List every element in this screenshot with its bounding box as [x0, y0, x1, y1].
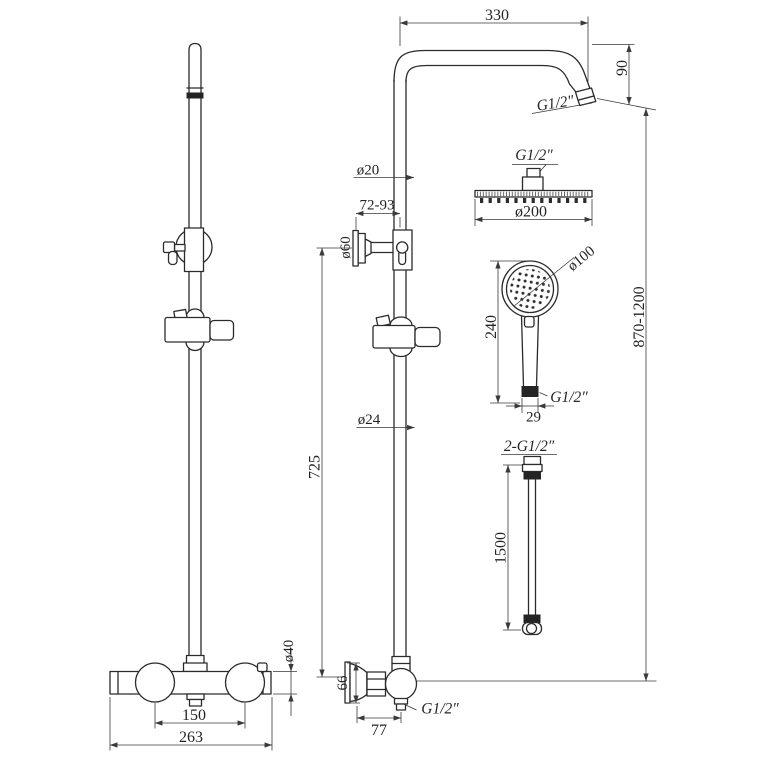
side-view: 330 90 G1/2″ 870-1200 ø20 72-93 ø60 725 … [307, 7, 657, 739]
detail-overhead-shower: G1/2″ ø200 [474, 147, 593, 226]
elbow-body [384, 667, 418, 701]
detail-hand-shower: 240 ø100 G1/2″ 29 [483, 243, 598, 425]
slider-body [164, 316, 211, 343]
dim-263-label: 263 [179, 729, 203, 746]
dim-66-label: 66 [335, 675, 351, 691]
head-plate [474, 189, 593, 198]
dim-150-label: 150 [182, 707, 206, 724]
elbow-nut-facets [366, 678, 387, 691]
diverter-lever-tail [167, 250, 178, 266]
head-connector-base [521, 176, 544, 192]
slider-holder [209, 319, 235, 341]
hand-thread-leader [539, 392, 548, 397]
dim-height-label: 870-1200 [631, 286, 648, 347]
dim-90-extension-slant [596, 98, 657, 111]
arm-thread-leader [531, 102, 593, 114]
dim-330-label: 330 [485, 7, 509, 24]
dim-263-extension [109, 697, 273, 751]
arm-thread-label: G1/2″ [535, 92, 575, 115]
valve-collar [182, 662, 208, 673]
dim-77-extension [356, 706, 402, 723]
hose-top-cap [523, 455, 542, 466]
pipe-joint-band [186, 92, 204, 99]
dim-pipe24-label: ø24 [358, 412, 381, 428]
hand-thread-label: G1/2″ [550, 389, 588, 406]
detail-hose: 2-G1/2″ 1500 [493, 438, 557, 636]
valve-safety-button [256, 662, 268, 673]
hose-bottom-band [523, 614, 541, 623]
wall-flange-plate2 [357, 232, 366, 264]
wall-bracket-arm [370, 241, 394, 254]
dim-90-label: 90 [614, 60, 631, 76]
dim-725-label: 725 [307, 455, 324, 479]
riser-pipe-side [393, 79, 407, 660]
front-view: 150 263 ø40 [109, 42, 297, 751]
head-connector-cap [526, 167, 541, 178]
elbow-nut [366, 671, 387, 697]
dim-100-leader [513, 257, 575, 307]
slider-collar-top-side [389, 316, 413, 326]
dim-77-label: 77 [371, 722, 387, 739]
dim-200-label: ø200 [515, 204, 547, 221]
hand-shower-handle [520, 315, 540, 387]
slider-collar-bottom [185, 341, 205, 352]
dim-7293-label: 72-93 [360, 198, 395, 214]
hose-top-hex [521, 463, 543, 473]
dim-100-label: ø100 [565, 243, 598, 274]
riser-pipe [188, 42, 202, 658]
elbow-outlet-collar [393, 697, 409, 705]
dim-40-extension [273, 671, 297, 695]
elbow-outlet-cup [395, 703, 407, 711]
dim-40-label: ø40 [281, 640, 297, 663]
valve-neck [185, 654, 205, 665]
arm-outlet-tip [577, 95, 597, 107]
dim-pipe20-label: ø20 [357, 163, 380, 179]
inlet-thread-leader [402, 703, 417, 711]
dim-flange60-label: ø60 [338, 236, 354, 259]
head-thread-label: G1/2″ [515, 147, 553, 164]
dim-725-extension [316, 247, 352, 678]
hand-shower-thread-band [521, 386, 539, 397]
clamp-key-hole [395, 241, 409, 254]
valve-outlet-collar [186, 693, 205, 701]
dim-7293-extension [355, 217, 401, 230]
valve-knob-left [134, 662, 176, 703]
hose-thread-label: 2-G1/2″ [504, 438, 555, 455]
elbow-flange-cone [349, 662, 368, 703]
hose-tube [527, 478, 537, 616]
dim-29-label: 29 [526, 410, 541, 426]
dim-240-label: 240 [483, 315, 500, 339]
shower-arm-outer [393, 49, 593, 94]
dim-1500-label: 1500 [493, 532, 510, 564]
slider-body-side [372, 324, 416, 349]
dim-66-extension [347, 662, 360, 704]
hose-top-band [523, 471, 541, 480]
diverter-sleeve [183, 227, 205, 273]
valve-outlet-cup [188, 698, 203, 707]
slider-holder-side [414, 326, 441, 348]
hand-shower-button [523, 315, 535, 328]
hand-shower-spray-face [510, 269, 550, 309]
diverter-lever-bar [173, 243, 186, 252]
hose-bottom-opening [525, 622, 538, 635]
inlet-thread-label: G1/2″ [421, 701, 459, 718]
valve-knob-right [224, 662, 266, 703]
wall-flange-cone [364, 238, 372, 258]
slider-collar-bottom-side [389, 347, 413, 358]
shower-arm-inner [405, 64, 577, 93]
